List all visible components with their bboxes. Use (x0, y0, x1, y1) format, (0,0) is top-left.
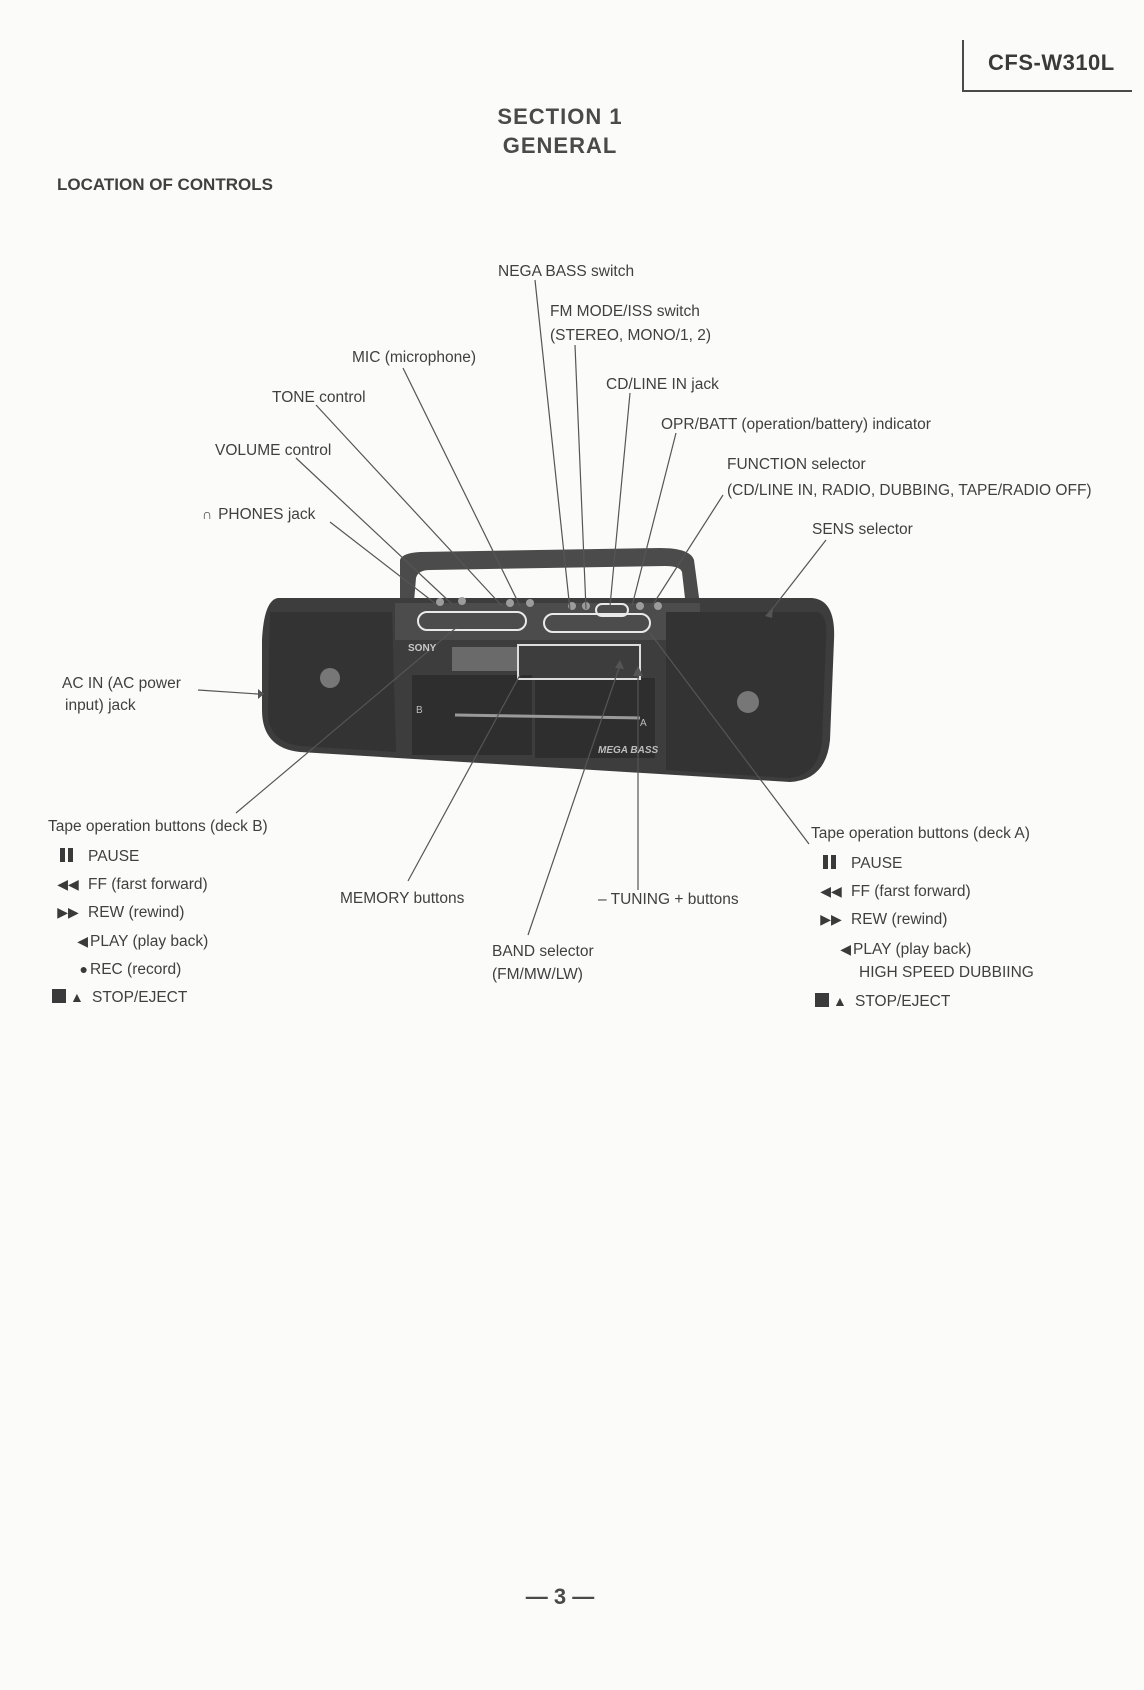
deck-b-buttons-highlight (417, 611, 527, 631)
rewind-icon: ▶▶ (57, 904, 79, 920)
deck-a-pause-label: PAUSE (851, 855, 903, 872)
leader-lines (197, 279, 827, 936)
nega-bass-label: NEGA BASS switch (498, 263, 635, 280)
pause-icon (811, 854, 851, 872)
deck-b-title: Tape operation buttons (deck B) (48, 818, 268, 835)
left-speaker-dot (320, 668, 340, 688)
deck-b-rec: ● REC (record) (48, 960, 182, 979)
subheading: LOCATION OF CONTROLS (57, 175, 273, 194)
ac-in-label: AC IN (AC power (62, 675, 181, 692)
pause-icon (48, 847, 88, 865)
memory-panel (517, 644, 641, 680)
ac-in-label-2: input) jack (65, 697, 136, 714)
deck-a-rew-label: REW (rewind) (851, 911, 948, 928)
model-box (962, 40, 1132, 92)
cd-line-in-label: CD/LINE IN jack (606, 376, 719, 393)
deck-a-stop-eject-label: STOP/EJECT (855, 993, 951, 1010)
deck-a-pause: PAUSE (811, 854, 902, 873)
function-options: (CD/LINE IN, RADIO, DUBBING, TAPE/RADIO … (727, 482, 1092, 499)
deck-a-ff-label: FF (farst forward) (851, 883, 971, 900)
deck-b-pause: PAUSE (48, 847, 139, 866)
sens-label: SENS selector (812, 521, 913, 538)
stop-eject-icon: ▲ (48, 988, 88, 1006)
fast-forward-icon: ◀◀ (57, 876, 79, 892)
fm-mode-options: (STEREO, MONO/1, 2) (550, 327, 712, 344)
deck-a-stop-eject: ▲STOP/EJECT (811, 992, 950, 1011)
deck-b-ff: ◀◀ FF (farst forward) (48, 875, 208, 894)
tone-label: TONE control (272, 389, 366, 406)
record-icon: ● (79, 961, 88, 977)
deck-b-pause-label: PAUSE (88, 848, 140, 865)
deck-a-dubbing: HIGH SPEED DUBBIING (859, 964, 1034, 981)
mega-bass-badge: MEGA BASS (598, 745, 659, 756)
deck-b-play: ◀ PLAY (play back) (48, 932, 208, 951)
stop-eject-icon: ▲ (811, 992, 851, 1010)
deck-a-mark: A (640, 718, 647, 729)
deck-b-ff-label: FF (farst forward) (88, 876, 208, 893)
deck-b-rew-label: REW (rewind) (88, 904, 185, 921)
mic-label: MIC (microphone) (352, 349, 477, 366)
deck-b-stop-eject-label: STOP/EJECT (92, 989, 188, 1006)
deck-a-rew: ▶▶ REW (rewind) (811, 910, 947, 929)
page-number: — 3 — (525, 1584, 595, 1609)
deck-a-ff: ◀◀ FF (farst forward) (811, 882, 971, 901)
deck-a-play-label: PLAY (play back) (853, 941, 972, 958)
rewind-icon: ▶▶ (820, 911, 842, 927)
band-options: (FM/MW/LW) (492, 966, 583, 983)
model-number: CFS-W310L (988, 50, 1115, 75)
memory-label: MEMORY buttons (340, 890, 465, 907)
deck-b-play-label: PLAY (play back) (90, 933, 209, 950)
deck-b-rec-label: REC (record) (90, 961, 182, 978)
deck-b-stop-eject: ▲STOP/EJECT (48, 988, 187, 1007)
function-switch-highlight (595, 603, 629, 617)
handle-shape (400, 548, 700, 607)
function-label: FUNCTION selector (727, 456, 866, 473)
volume-label: VOLUME control (215, 442, 332, 459)
band-label: BAND selector (492, 943, 594, 960)
right-speaker-dot (737, 691, 759, 713)
arrowheads (258, 607, 773, 699)
deck-a-play: ◀ PLAY (play back) (811, 940, 971, 959)
fm-mode-label: FM MODE/ISS switch (550, 303, 700, 320)
phones-label: ∩ PHONES jack (202, 505, 315, 524)
tuning-label: – TUNING + buttons (598, 891, 739, 908)
deck-b-mark: B (416, 705, 423, 716)
phones-text: PHONES jack (218, 506, 316, 523)
top-panel (395, 603, 700, 640)
brand-logo: SONY (408, 643, 437, 654)
section-title: GENERAL (502, 133, 618, 158)
play-back-icon: ◀ (77, 933, 88, 949)
headphone-icon: ∩ (202, 506, 213, 522)
cassette-strip (454, 713, 641, 720)
section-number: SECTION 1 (497, 104, 623, 129)
opr-batt-label: OPR/BATT (operation/battery) indicator (661, 416, 931, 433)
deck-b-rew: ▶▶ REW (rewind) (48, 903, 184, 922)
fast-forward-icon: ◀◀ (820, 883, 842, 899)
display-window (452, 647, 518, 671)
play-back-icon: ◀ (840, 941, 851, 957)
deck-a-title: Tape operation buttons (deck A) (811, 825, 1030, 842)
